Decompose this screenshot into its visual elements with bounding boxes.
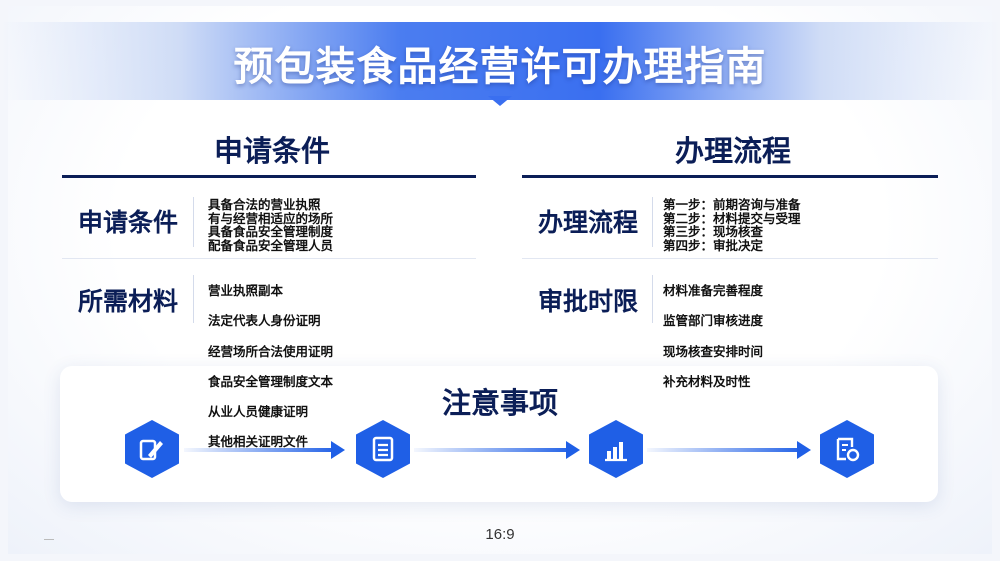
notice-card — [60, 366, 938, 502]
list-item: 营业执照副本 — [208, 283, 284, 298]
aspect-ratio-label: 16:9 — [485, 526, 515, 543]
divider — [652, 197, 653, 247]
list-item: 具备合法的营业执照 — [208, 197, 321, 212]
row-label-required-materials: 所需材料 — [78, 287, 179, 316]
row-divider — [62, 258, 476, 259]
list-item: 具备食品安全管理制度 — [208, 224, 334, 239]
conditions-list: 具备合法的营业执照 有与经营相适应的场所 具备食品安全管理制度 配备食品安全管理… — [208, 198, 333, 252]
list-item: 第二步：材料提交与受理 — [663, 210, 801, 226]
corner-mark — [44, 539, 54, 540]
list-item: 第三步：现场核查 — [663, 224, 764, 239]
row-divider — [522, 258, 938, 259]
page-title: 预包装食品经营许可办理指南 — [233, 44, 767, 90]
list-item: 第四步：审批决定 — [663, 237, 764, 253]
row-label-process: 办理流程 — [538, 208, 639, 237]
list-item: 有与经营相适应的场所 — [208, 210, 334, 226]
flow-arrow — [647, 441, 811, 459]
list-item: 补充材料及时性 — [663, 374, 751, 389]
right-heading-rule — [522, 175, 938, 178]
divider — [193, 275, 194, 323]
list-item: 法定代表人身份证明 — [208, 313, 321, 328]
divider — [193, 197, 194, 247]
list-item: 配备食品安全管理人员 — [208, 237, 334, 253]
list-item: 现场核查安排时间 — [663, 344, 764, 359]
flow-arrow — [184, 441, 345, 459]
row-label-approval-time: 审批时限 — [538, 287, 639, 316]
notice-title: 注意事项 — [441, 386, 558, 420]
list-item: 监管部门审核进度 — [663, 313, 764, 328]
title-banner — [0, 22, 1000, 100]
divider — [652, 275, 653, 323]
list-item: 食品安全管理制度文本 — [208, 374, 334, 389]
row-label-apply-conditions: 申请条件 — [78, 208, 179, 237]
list-item: 第一步：前期咨询与准备 — [663, 197, 801, 212]
list-item: 从业人员健康证明 — [208, 404, 309, 419]
right-section-heading: 办理流程 — [675, 134, 792, 168]
left-section-heading: 申请条件 — [214, 134, 331, 168]
process-steps-list: 第一步：前期咨询与准备 第二步：材料提交与受理 第三步：现场核查 第四步：审批决… — [663, 198, 801, 252]
flow-arrow — [414, 441, 580, 459]
list-item: 材料准备完善程度 — [663, 283, 764, 298]
list-item: 经营场所合法使用证明 — [208, 344, 334, 359]
banner-pointer — [488, 96, 512, 106]
left-heading-rule — [62, 175, 476, 178]
list-item: 其他相关证明文件 — [208, 434, 309, 449]
